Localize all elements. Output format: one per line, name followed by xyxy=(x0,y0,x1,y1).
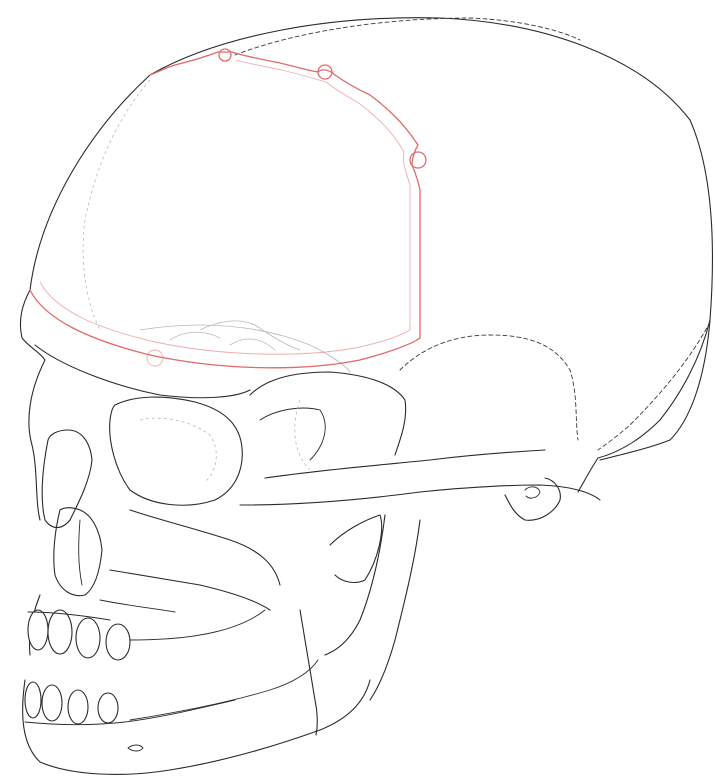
temporal-fossa-inner xyxy=(260,408,325,460)
cut-line-inner xyxy=(40,60,410,354)
lambdoid-dashed-line xyxy=(598,322,710,450)
upper-tooth-2 xyxy=(48,610,72,654)
orbit-left xyxy=(110,397,243,505)
lower-tooth-3 xyxy=(68,690,88,724)
upper-tooth-3 xyxy=(76,618,100,658)
maxilla-contour-2 xyxy=(100,600,175,612)
mastoid-process xyxy=(505,478,560,520)
coronoid-process xyxy=(330,515,382,582)
upper-alveolar-line xyxy=(130,610,265,640)
nasal-septum xyxy=(79,520,82,585)
nasal-aperture xyxy=(54,508,102,596)
cheekbone xyxy=(130,510,280,585)
faint-feature-2 xyxy=(230,339,275,350)
upper-tooth-4 xyxy=(106,624,130,660)
burr-hole-3 xyxy=(219,49,231,61)
mandible-body-inner xyxy=(130,660,318,720)
faint-feature-3 xyxy=(295,400,310,470)
faint-feature-1 xyxy=(170,332,220,340)
zygomatic-arch xyxy=(240,485,600,505)
frontal-internal-line xyxy=(83,80,150,330)
lower-tooth-2 xyxy=(42,685,62,721)
burr-hole-4 xyxy=(147,350,163,366)
zygomatic-arch-upper xyxy=(265,450,545,478)
craniotomy-cut-outline xyxy=(30,49,426,368)
inner-vault-contour xyxy=(140,325,350,372)
cranium-outline xyxy=(30,18,713,460)
external-acoustic-meatus xyxy=(525,487,540,498)
mandible-ramus-inner xyxy=(325,515,385,655)
sagittal-dashed-line xyxy=(235,18,580,55)
mental-foramen xyxy=(128,745,143,751)
temporal-suture-dashed xyxy=(400,335,578,440)
cut-line-outer xyxy=(30,52,420,368)
occipital-contour xyxy=(578,320,710,492)
lower-tooth-4 xyxy=(98,693,118,723)
mandible-ramus-back xyxy=(370,520,420,700)
lower-tooth-1 xyxy=(25,682,41,718)
mandible-ramus-front xyxy=(300,610,317,735)
upper-tooth-1 xyxy=(28,610,48,650)
maxilla-contour xyxy=(110,570,270,610)
orbit-left-inner xyxy=(140,418,216,482)
